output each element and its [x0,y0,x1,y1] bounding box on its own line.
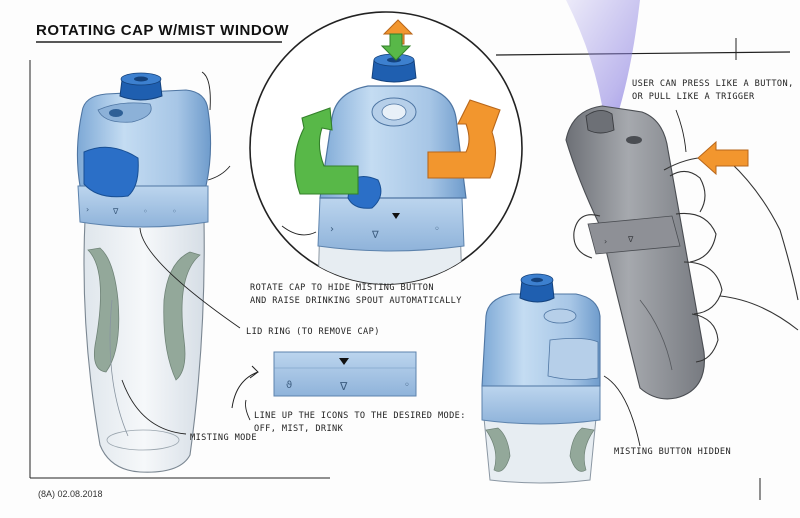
annotation-rotate-cap: ROTATE CAP TO HIDE MISTING BUTTON AND RA… [250,282,462,308]
leader-lines-left [121,71,241,435]
down-arrow-icon [380,33,412,61]
annotation-line-up: LINE UP THE ICONS TO THE DESIRED MODE: O… [254,410,466,436]
leader-line-press [675,109,687,153]
svg-text:∇: ∇ [112,207,119,216]
annotation-line: LINE UP THE ICONS TO THE DESIRED MODE: [254,411,466,421]
svg-text:∇: ∇ [627,235,634,244]
bottle-grey-icon: › ∇ [565,105,705,400]
press-arrow-icon [697,140,749,176]
svg-text:ϑ: ϑ [286,380,292,391]
svg-text:∇: ∇ [371,230,379,241]
lid-ring-strip-icon: ϑ ∇ ◦ [273,351,417,397]
annotation-line: OFF, MIST, DRINK [254,424,344,434]
annotation-line: AND RAISE DRINKING SPOUT AUTOMATICALLY [250,296,462,306]
annotation-misting-mode: MISTING MODE [190,433,257,443]
leader-line-line-up [245,399,251,421]
svg-text:◦: ◦ [143,207,148,216]
mist-spray-icon [566,0,640,120]
svg-text:›: › [86,205,89,214]
annotation-user-press: USER CAN PRESS LIKE A BUTTON, OR PULL LI… [632,78,794,104]
svg-text:◦: ◦ [172,207,177,216]
rotate-arrow-green-icon [294,107,359,195]
leader-line-hidden [603,375,641,447]
footer-code-date: (8A) 02.08.2018 [38,489,103,499]
page-title: ROTATING CAP W/MIST WINDOW [36,22,289,39]
svg-text:›: › [604,237,607,246]
leader-line-rotate [281,225,317,236]
bottle-right-icon [481,273,601,484]
rotate-arrow-orange-icon [427,99,501,179]
frame-lines [29,38,791,500]
annotation-line: OR PULL LIKE A TRIGGER [632,92,755,102]
bottle-zoom-icon: › ∇ ◦ [249,11,523,285]
annotation-lid-ring: LID RING (TO REMOVE CAP) [246,327,380,337]
bottle-left-icon: › ∇ ◦ ◦ [76,72,212,473]
svg-text:◦: ◦ [434,224,440,235]
annotation-button-hidden: MISTING BUTTON HIDDEN [614,447,732,457]
annotation-line: ROTATE CAP TO HIDE MISTING BUTTON [250,283,434,293]
curved-arrow-icon [231,365,259,409]
annotation-line: USER CAN PRESS LIKE A BUTTON, [632,79,794,89]
svg-text:◦: ◦ [404,380,410,391]
svg-text:∇: ∇ [339,380,348,393]
svg-text:›: › [330,224,334,235]
